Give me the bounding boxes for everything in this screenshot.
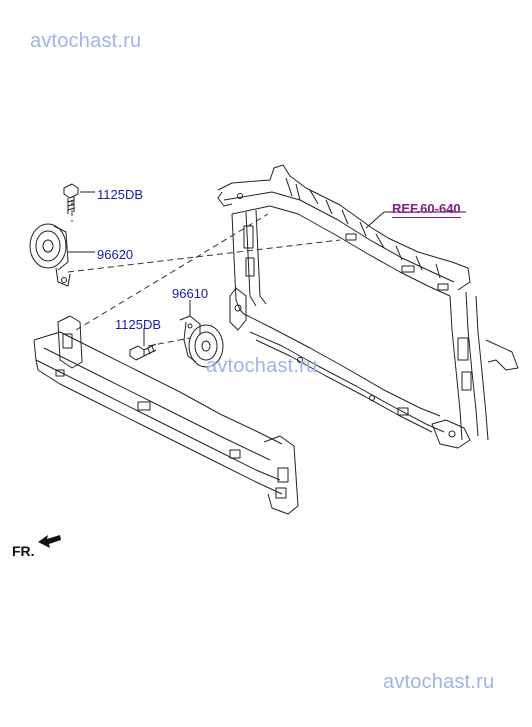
bolt-lower: [129, 343, 157, 361]
radiator-support-frame: [217, 164, 519, 449]
part-label-horn-high[interactable]: 96610: [172, 286, 209, 301]
part-label-bolt-lower[interactable]: 1125DB: [115, 317, 162, 332]
horn-low: [29, 223, 71, 287]
watermark-top: avtochast.ru: [30, 30, 142, 52]
front-bumper-beam: [33, 315, 299, 515]
bolt-upper: [63, 183, 79, 214]
part-label-bolt-upper[interactable]: 1125DB: [97, 187, 144, 202]
watermark-bottom: avtochast.ru: [383, 671, 495, 693]
assembly-lines: [67, 200, 341, 347]
horn-high: [179, 315, 224, 368]
leader-lines: [68, 191, 466, 346]
reference-link[interactable]: REF.60-640: [392, 201, 461, 218]
watermark-middle: avtochast.ru: [206, 355, 318, 377]
front-direction-arrow: [38, 535, 61, 548]
part-label-horn-low[interactable]: 96620: [97, 247, 134, 262]
front-direction-label: FR.: [12, 543, 35, 559]
